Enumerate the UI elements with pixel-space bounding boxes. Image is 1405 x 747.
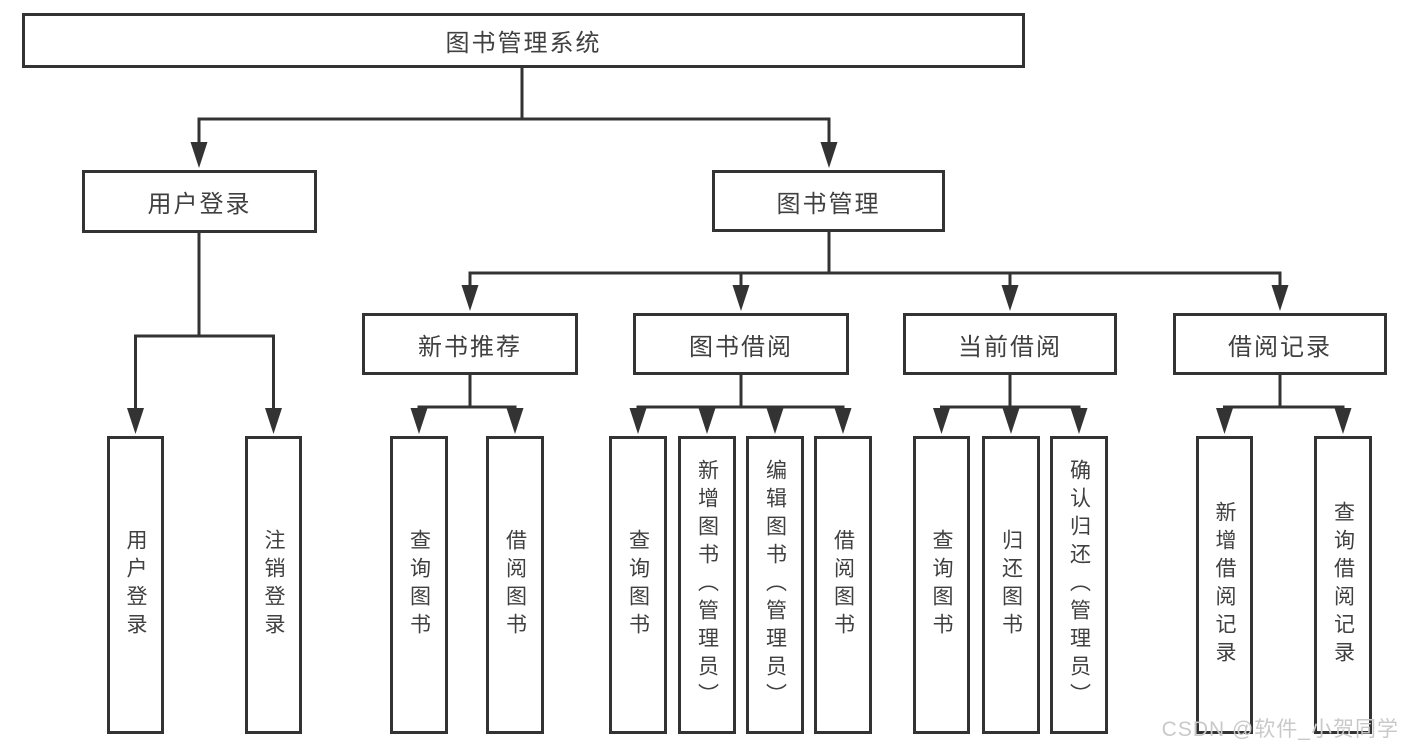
- arrow-down-icon: [1002, 408, 1020, 434]
- node-logout-action: 注销登录: [245, 436, 302, 734]
- arrow-down-icon: [732, 285, 750, 311]
- node-confirm-return-admin: 确认归还（管理员）: [1050, 436, 1108, 734]
- node-book-borrow: 图书借阅: [633, 313, 849, 375]
- arrow-down-icon: [1271, 285, 1289, 311]
- node-query-books-2: 查询图书: [609, 436, 667, 734]
- node-query-books-1: 查询图书: [390, 436, 448, 734]
- arrow-down-icon: [506, 408, 524, 434]
- node-user-login: 用户登录: [82, 170, 317, 233]
- node-return-books: 归还图书: [982, 436, 1040, 734]
- connector-book-borrow-children: [636, 373, 845, 413]
- arrow-down-icon: [265, 408, 282, 434]
- node-edit-books-admin: 编辑图书（管理员）: [746, 436, 804, 734]
- node-current-borrow: 当前借阅: [903, 313, 1117, 375]
- arrow-down-icon: [820, 142, 838, 168]
- arrow-down-icon: [933, 408, 950, 434]
- arrow-down-icon: [834, 408, 852, 434]
- connector-root-to-level2: [197, 66, 831, 147]
- node-user-login-action: 用户登录: [107, 436, 164, 734]
- arrow-down-icon: [1070, 408, 1088, 434]
- connector-book-mgmt-to-level3: [468, 230, 1282, 290]
- node-add-books-admin: 新增图书（管理员）: [678, 436, 736, 734]
- node-borrow-books-1: 借阅图书: [486, 436, 544, 734]
- arrow-down-icon: [1001, 285, 1019, 311]
- arrow-down-icon: [1334, 408, 1352, 434]
- csdn-watermark: CSDN @软件_小贺同学: [1161, 718, 1399, 741]
- node-new-book-recommend: 新书推荐: [362, 313, 578, 375]
- arrow-down-icon: [766, 408, 784, 434]
- node-borrow-books-2: 借阅图书: [814, 436, 872, 734]
- arrow-down-icon: [410, 408, 428, 434]
- arrow-down-icon: [461, 285, 479, 311]
- arrow-down-icon: [1216, 408, 1233, 434]
- node-library-system: 图书管理系统: [22, 13, 1025, 68]
- node-query-books-3: 查询图书: [913, 436, 970, 734]
- arrow-down-icon: [698, 408, 716, 434]
- node-query-borrow-record: 查询借阅记录: [1314, 436, 1372, 734]
- connector-new-book-children: [417, 373, 517, 413]
- arrow-down-icon: [629, 408, 647, 434]
- connector-current-borrow-children: [940, 373, 1081, 413]
- connector-borrow-record-children: [1223, 373, 1345, 413]
- connector-user-login-children: [134, 233, 275, 413]
- node-book-management: 图书管理: [712, 170, 945, 232]
- arrow-down-icon: [190, 142, 208, 168]
- node-borrow-records: 借阅记录: [1173, 313, 1387, 375]
- node-add-borrow-record: 新增借阅记录: [1196, 436, 1253, 734]
- arrow-down-icon: [127, 408, 144, 434]
